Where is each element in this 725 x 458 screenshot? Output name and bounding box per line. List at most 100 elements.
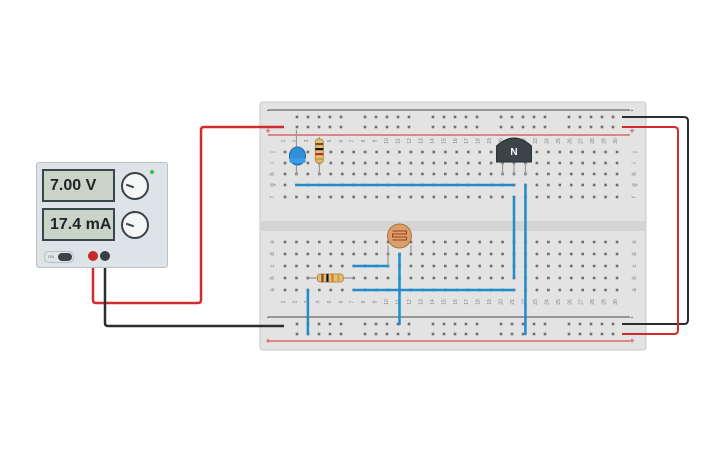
breadboard-hole: [547, 183, 550, 187]
breadboard-hole: [375, 150, 378, 154]
breadboard-hole: [318, 240, 321, 244]
row-letter: a: [632, 288, 638, 292]
column-number: 11: [396, 138, 402, 143]
breadboard-hole: [363, 172, 367, 176]
breadboard-hole: [489, 150, 493, 154]
row-letter: g: [270, 183, 276, 186]
rail-hole: [611, 115, 615, 119]
rail-hole: [543, 115, 547, 119]
rail-hole: [396, 115, 400, 119]
column-number: 2: [292, 139, 298, 142]
breadboard-hole: [455, 195, 459, 199]
breadboard-hole: [444, 150, 447, 154]
power-switch[interactable]: ON: [44, 251, 74, 263]
breadboard-hole: [340, 252, 344, 256]
rail-hole: [431, 115, 435, 119]
rail-hole: [385, 322, 389, 326]
rail-hole: [431, 322, 435, 326]
breadboard-hole: [501, 252, 504, 256]
breadboard-hole: [615, 195, 619, 199]
rail-hole: [363, 322, 367, 326]
column-number: 4: [315, 300, 321, 303]
breadboard-hole: [535, 252, 539, 256]
rail-hole: [475, 322, 479, 326]
row-letter: f: [270, 196, 276, 198]
rail-minus-sign: -: [267, 105, 270, 115]
breadboard-hole: [466, 172, 470, 176]
breadboard-hole: [421, 161, 424, 165]
current-display: 17.4 mA: [42, 208, 115, 241]
row-letter: c: [632, 265, 638, 268]
rail-hole: [407, 332, 411, 336]
negative-terminal[interactable]: [100, 251, 110, 261]
column-number: 15: [441, 138, 447, 144]
rail-hole: [567, 332, 571, 336]
breadboard-hole: [569, 183, 573, 187]
breadboard-hole: [306, 172, 310, 176]
column-number: 30: [613, 138, 619, 144]
rail-hole: [499, 322, 503, 326]
column-number: 29: [602, 299, 608, 305]
photoresistor: [387, 223, 412, 249]
breadboard-hole: [386, 161, 390, 165]
breadboard-hole: [421, 264, 424, 268]
rail-hole: [295, 115, 299, 119]
row-letter: e: [270, 240, 276, 244]
breadboard-hole: [421, 172, 424, 176]
breadboard-hole: [535, 288, 539, 292]
transistor-label: N: [510, 147, 517, 158]
breadboard-hole: [569, 161, 573, 165]
rail-hole: [339, 332, 343, 336]
column-number: 24: [544, 138, 550, 144]
positive-terminal[interactable]: [88, 251, 98, 261]
breadboard-hole: [375, 195, 378, 199]
breadboard-hole: [604, 161, 607, 165]
breadboard-hole: [478, 276, 481, 280]
breadboard-hole: [421, 240, 424, 244]
rail-hole: [295, 322, 299, 326]
rail-hole: [453, 115, 457, 119]
breadboard-hole: [283, 161, 287, 165]
breadboard-hole: [569, 150, 573, 154]
rail-hole: [363, 332, 367, 336]
breadboard-hole: [386, 240, 390, 244]
breadboard-hole: [409, 150, 413, 154]
breadboard-hole: [569, 195, 573, 199]
rail-hole: [532, 332, 536, 336]
breadboard-hole: [329, 264, 333, 268]
breadboard-hole: [592, 240, 596, 244]
breadboard-hole: [569, 252, 573, 256]
rail-hole: [317, 332, 321, 336]
column-number: 8: [361, 300, 367, 303]
row-letter: i: [270, 162, 276, 163]
column-number: 18: [476, 299, 482, 305]
breadboard-hole: [455, 252, 459, 256]
breadboard-hole: [329, 252, 333, 256]
breadboard-hole: [581, 240, 584, 244]
column-number: 9: [373, 300, 379, 303]
breadboard-hole: [352, 252, 355, 256]
breadboard-hole: [283, 195, 287, 199]
current-knob[interactable]: [121, 211, 149, 239]
voltage-display: 7.00 V: [42, 169, 115, 202]
rail-hole: [442, 332, 446, 336]
breadboard-hole: [409, 276, 413, 280]
column-number: 28: [590, 299, 596, 305]
breadboard-hole: [547, 161, 550, 165]
voltage-knob[interactable]: [121, 172, 149, 200]
rail-hole: [600, 332, 604, 336]
breadboard-hole: [604, 150, 607, 154]
rail-hole: [611, 322, 615, 326]
breadboard-hole: [604, 276, 607, 280]
breadboard-hole: [581, 276, 584, 280]
rail-hole: [442, 125, 446, 129]
column-number: 6: [338, 139, 344, 142]
power-switch-toggle: [58, 253, 72, 261]
rail-hole: [339, 322, 343, 326]
rail-hole: [453, 322, 457, 326]
column-number: 14: [430, 299, 436, 305]
breadboard-hole: [547, 172, 550, 176]
column-number: 2: [292, 300, 298, 303]
components: N: [288, 130, 532, 283]
